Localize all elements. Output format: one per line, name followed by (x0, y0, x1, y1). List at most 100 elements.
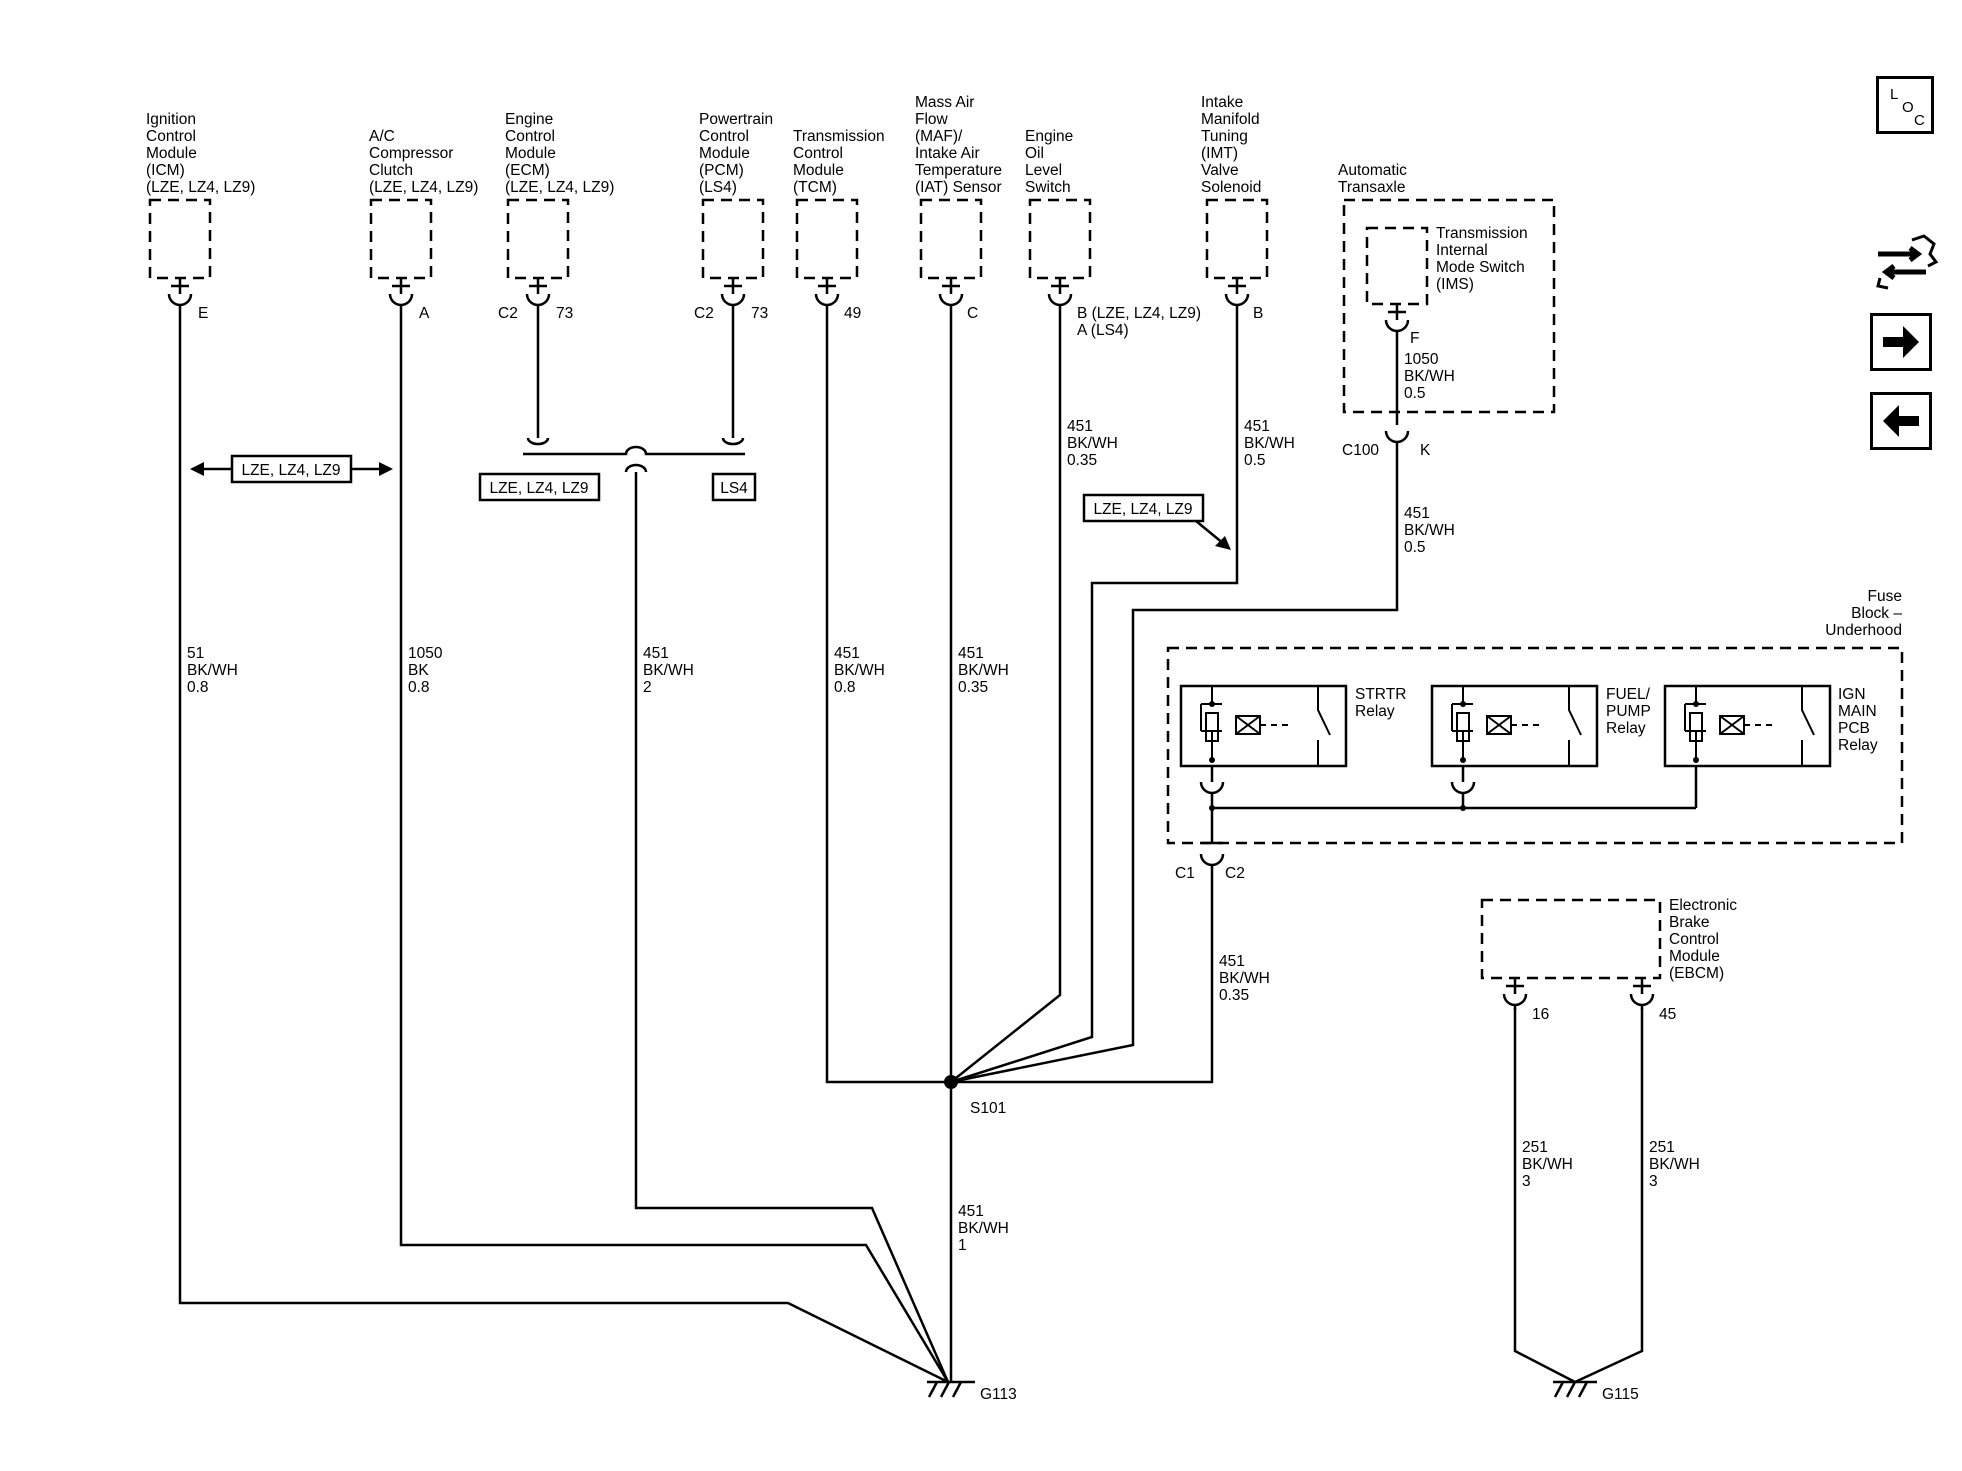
svg-text:Control: Control (793, 145, 843, 162)
ebcm-label: Electronic Brake Control Module (EBCM) (1669, 897, 1737, 982)
svg-text:3: 3 (1649, 1173, 1658, 1190)
imt-valve-box (1205, 198, 1269, 280)
svg-text:0.5: 0.5 (1244, 452, 1266, 469)
svg-text:Mode Switch: Mode Switch (1436, 259, 1525, 276)
svg-text:Electronic: Electronic (1669, 897, 1737, 914)
svg-text:(MAF)/: (MAF)/ (915, 128, 963, 145)
wire-label-ac: 1050 BK 0.8 (408, 645, 443, 696)
svg-text:Brake: Brake (1669, 914, 1710, 931)
svg-text:BK/WH: BK/WH (1067, 435, 1118, 452)
svg-text:451: 451 (1404, 505, 1430, 522)
svg-text:0.35: 0.35 (958, 679, 988, 696)
svg-text:0.35: 0.35 (1219, 987, 1249, 1004)
component-views-icon[interactable] (1872, 232, 1940, 294)
svg-text:Relay: Relay (1838, 737, 1878, 754)
svg-text:LZE, LZ4, LZ9: LZE, LZ4, LZ9 (241, 462, 340, 479)
wire-label-icm: 51 BK/WH 0.8 (187, 645, 238, 696)
ground-g115-icon (1553, 1380, 1597, 1398)
ecm-connector: C2 (498, 305, 518, 322)
c100-connector: C100 (1342, 442, 1379, 459)
svg-text:(EBCM): (EBCM) (1669, 965, 1724, 982)
maf-pin: C (967, 305, 978, 322)
svg-text:Compressor: Compressor (369, 145, 453, 162)
svg-text:1050: 1050 (408, 645, 443, 662)
imt-valve-label: Intake Manifold Tuning (IMT) Valve Solen… (1201, 94, 1261, 196)
svg-text:3: 3 (1522, 1173, 1531, 1190)
ecm-box (506, 198, 570, 280)
maf-iat-box (919, 198, 983, 280)
svg-text:Module: Module (1669, 948, 1720, 965)
previous-page-icon[interactable] (1870, 392, 1932, 450)
ign-main-pcb-relay-label: IGN MAIN PCB Relay (1838, 686, 1878, 754)
oil-level-switch-label: Engine Oil Level Switch (1025, 128, 1073, 196)
svg-text:0.8: 0.8 (834, 679, 856, 696)
splice-s101 (944, 1075, 958, 1089)
option-arrow-icm-ac: LZE, LZ4, LZ9 (190, 454, 393, 484)
wire-label-s101: 451 BK/WH 1 (958, 1203, 1009, 1254)
ims-box (1365, 226, 1429, 306)
wire-label-fuse: 451 BK/WH 0.35 (1219, 953, 1270, 1004)
imt-pin: B (1253, 305, 1263, 322)
wire-label-oil: 451 BK/WH 0.35 (1067, 418, 1118, 469)
svg-text:(TCM): (TCM) (793, 179, 837, 196)
oil-pin-lze: B (LZE, LZ4, LZ9) (1077, 305, 1201, 322)
svg-text:PUMP: PUMP (1606, 703, 1651, 720)
svg-text:0.5: 0.5 (1404, 385, 1426, 402)
svg-text:Relay: Relay (1606, 720, 1646, 737)
svg-text:Level: Level (1025, 162, 1062, 179)
c100-pin: K (1420, 442, 1431, 459)
pcm-label: Powertrain Control Module (PCM) (LS4) (699, 111, 773, 196)
tcm-label: Transmission Control Module (TCM) (793, 128, 885, 196)
svg-text:Transaxle: Transaxle (1338, 179, 1405, 196)
svg-text:(ICM): (ICM) (146, 162, 185, 179)
wires (178, 305, 1644, 1384)
svg-text:BK/WH: BK/WH (643, 662, 694, 679)
icm-pin: E (198, 305, 208, 322)
svg-text:51: 51 (187, 645, 204, 662)
svg-text:Oil: Oil (1025, 145, 1044, 162)
loc-letter-c: C (1914, 112, 1925, 129)
strtr-relay-label: STRTR Relay (1355, 686, 1406, 720)
svg-text:Module: Module (146, 145, 197, 162)
svg-text:451: 451 (958, 1203, 984, 1220)
svg-text:0.5: 0.5 (1404, 539, 1426, 556)
svg-text:Module: Module (505, 145, 556, 162)
loc-button[interactable]: L O C (1876, 76, 1934, 134)
svg-text:451: 451 (643, 645, 669, 662)
svg-text:Automatic: Automatic (1338, 162, 1407, 179)
svg-text:A/C: A/C (369, 128, 395, 145)
svg-text:(LZE, LZ4, LZ9): (LZE, LZ4, LZ9) (146, 179, 255, 196)
svg-text:BK/WH: BK/WH (1244, 435, 1295, 452)
ground-g115-label: G115 (1602, 1386, 1639, 1403)
icm-box (148, 198, 212, 280)
ground-g113-label: G113 (980, 1386, 1017, 1403)
automatic-transaxle-label: Automatic Transaxle (1338, 162, 1407, 196)
svg-text:BK/WH: BK/WH (187, 662, 238, 679)
svg-text:Valve: Valve (1201, 162, 1239, 179)
icm-label: Ignition Control Module (ICM) (LZE, LZ4,… (146, 111, 255, 196)
svg-text:(IMS): (IMS) (1436, 276, 1474, 293)
tcm-box (795, 198, 859, 280)
svg-text:251: 251 (1522, 1139, 1548, 1156)
fuse-c2-connector: C2 (1225, 865, 1245, 882)
svg-text:Transmission: Transmission (1436, 225, 1528, 242)
svg-text:LZE, LZ4, LZ9: LZE, LZ4, LZ9 (1093, 501, 1192, 518)
svg-text:BK/WH: BK/WH (958, 662, 1009, 679)
svg-text:0.8: 0.8 (408, 679, 430, 696)
splice-s101-label: S101 (970, 1100, 1006, 1117)
svg-text:Ignition: Ignition (146, 111, 196, 128)
svg-text:BK/WH: BK/WH (1404, 522, 1455, 539)
svg-text:BK/WH: BK/WH (958, 1220, 1009, 1237)
svg-text:(LS4): (LS4) (699, 179, 737, 196)
next-page-icon[interactable] (1870, 313, 1932, 371)
relay-ground-bus (1199, 766, 1698, 867)
svg-text:(LZE, LZ4, LZ9): (LZE, LZ4, LZ9) (369, 179, 478, 196)
option-box-imt: LZE, LZ4, LZ9 (1082, 493, 1231, 550)
wire-label-ecm: 451 BK/WH 2 (643, 645, 694, 696)
ign-main-pcb-relay (1663, 684, 1832, 768)
ebcm-pin-16: 16 (1532, 1006, 1549, 1023)
svg-text:451: 451 (1067, 418, 1093, 435)
loc-letter-o: O (1902, 99, 1914, 116)
option-box-ecm: LZE, LZ4, LZ9 (478, 472, 601, 502)
